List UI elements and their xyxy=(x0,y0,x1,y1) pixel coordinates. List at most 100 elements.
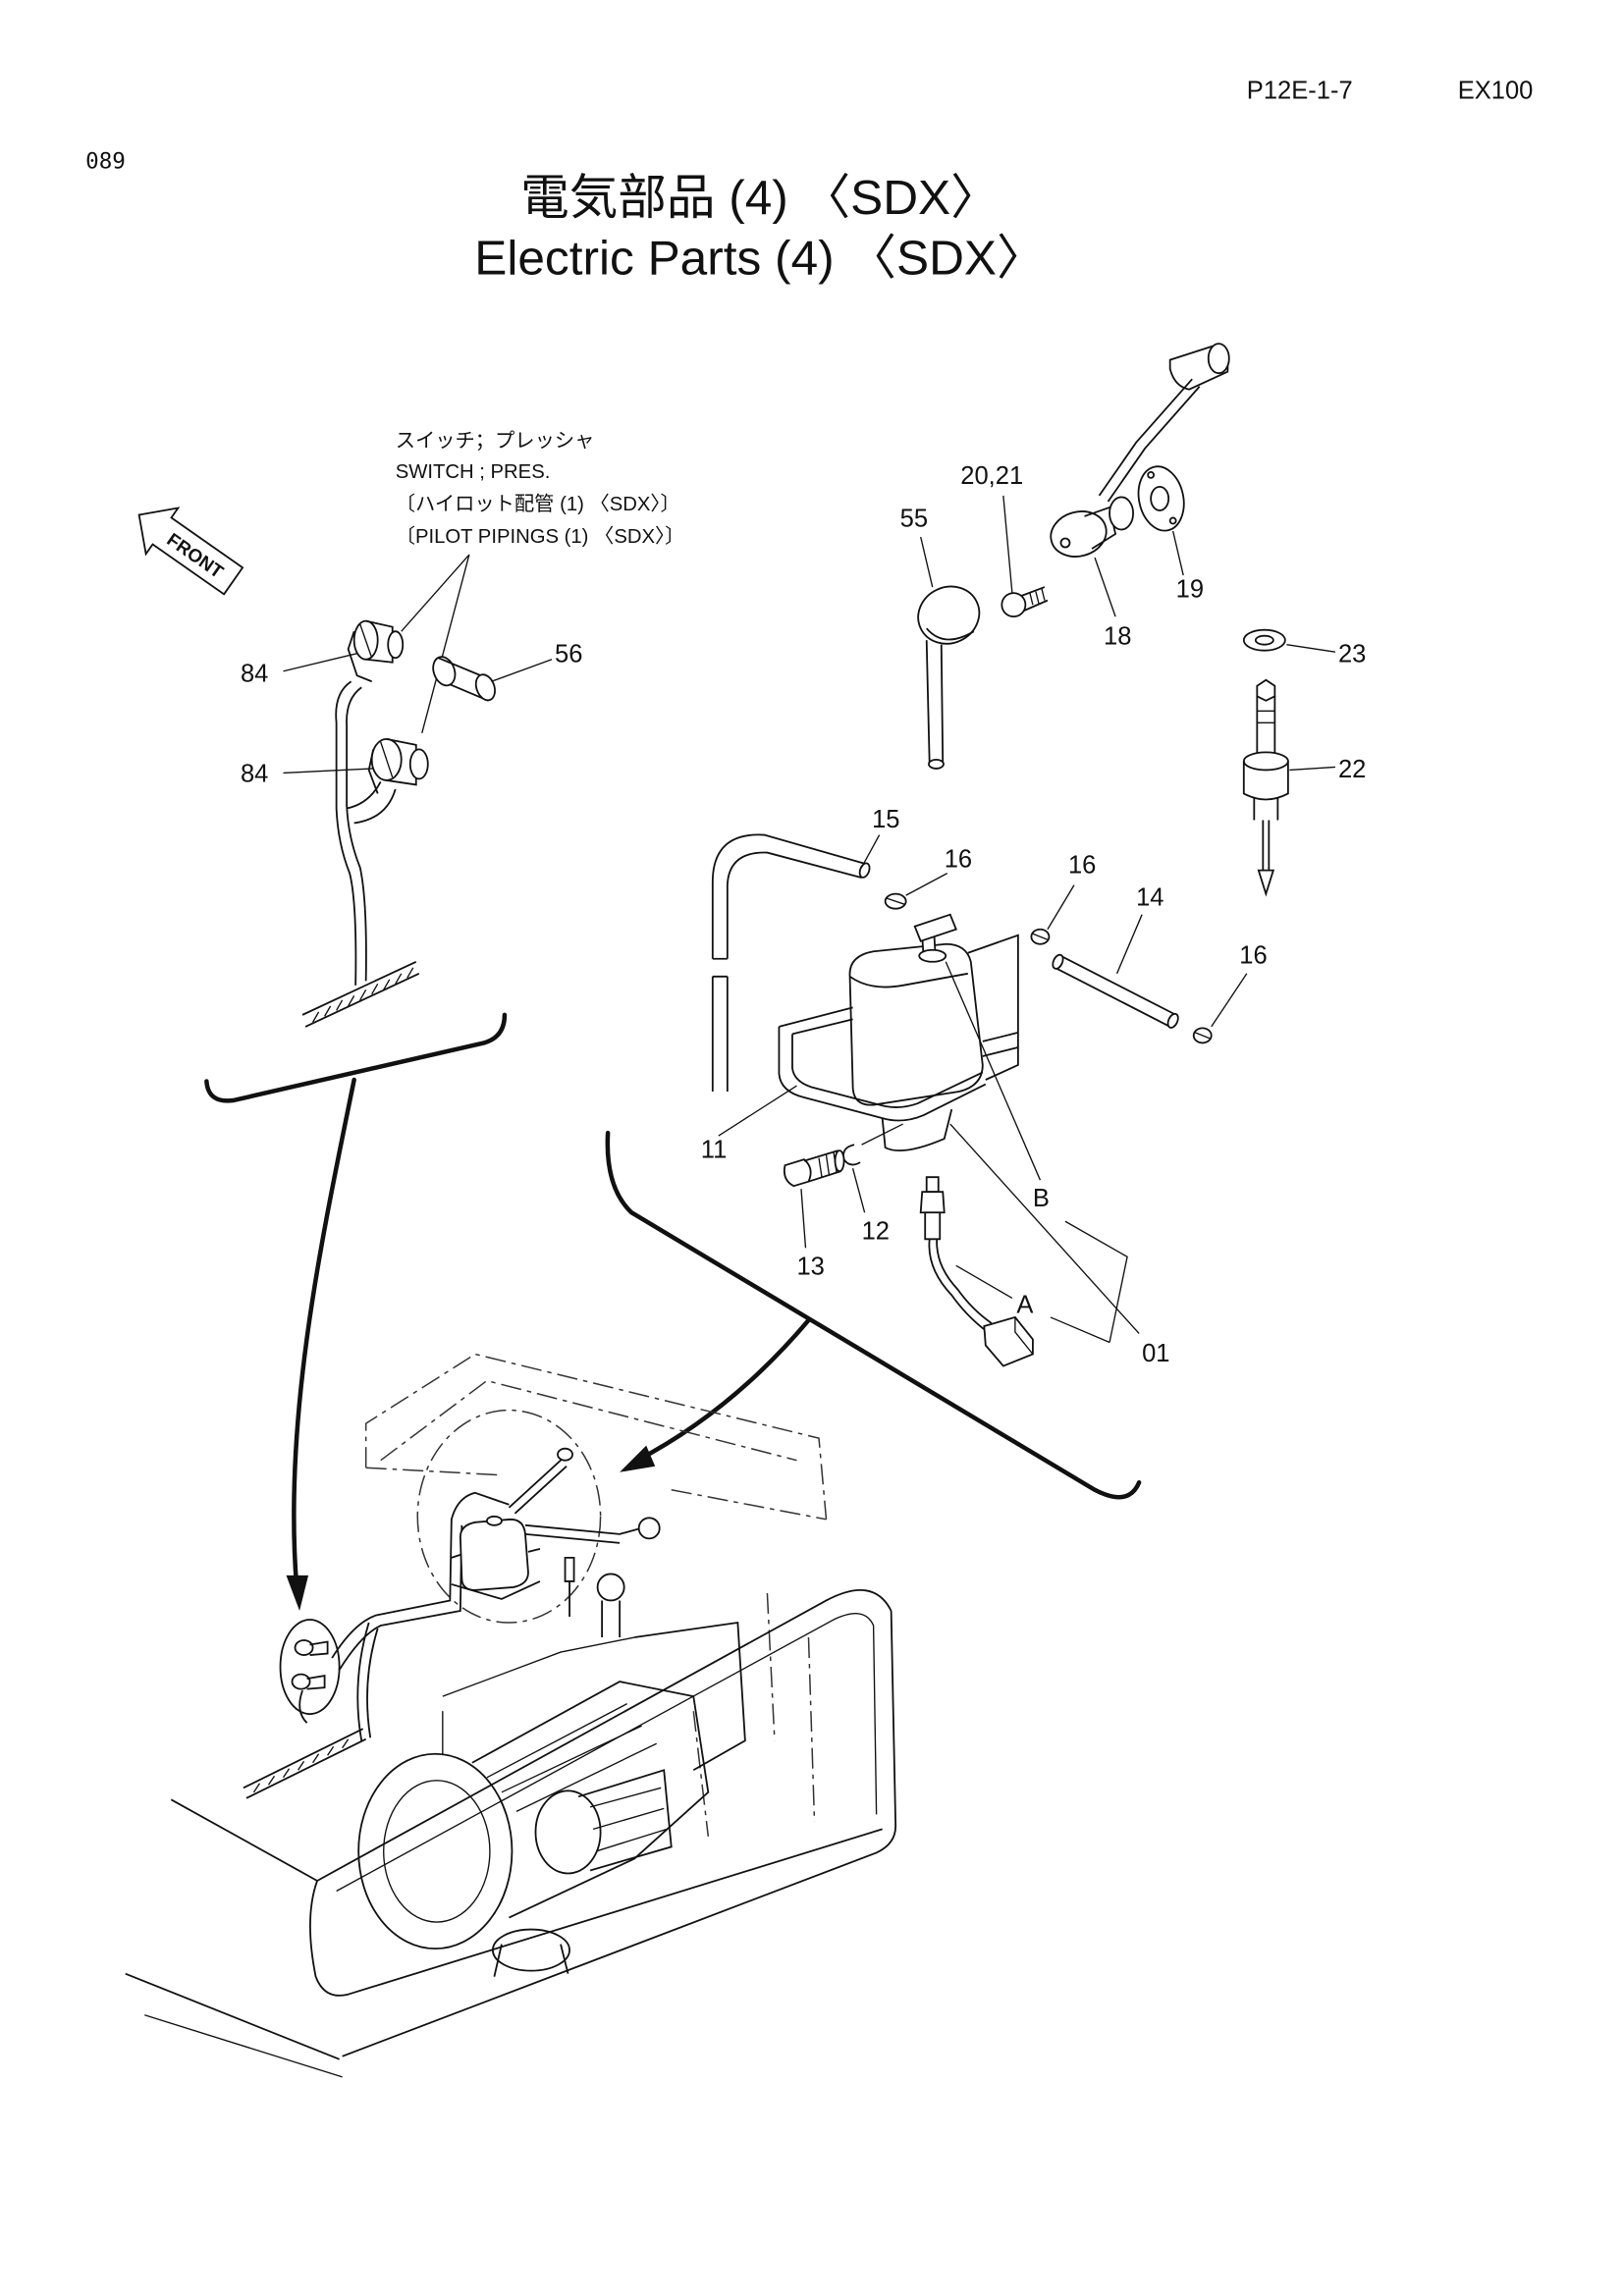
level-sensor-assembly-shape xyxy=(919,1176,1034,1367)
callout-19: 19 xyxy=(1176,576,1204,604)
callout-a: A xyxy=(1016,1291,1033,1318)
pointer-arrowhead-left xyxy=(286,1575,309,1611)
callout-13: 13 xyxy=(796,1253,824,1280)
machine-switch-cluster xyxy=(279,1619,341,1724)
bracket-b-01 xyxy=(1064,1220,1128,1343)
part-56-shape xyxy=(432,656,496,702)
note-line-2: SWITCH ; PRES. xyxy=(396,461,551,483)
phantom-lines-right xyxy=(692,1592,816,1837)
cover-top-edge xyxy=(170,1588,893,1883)
callout-16-a: 16 xyxy=(945,846,972,874)
leader-16-c xyxy=(1211,973,1248,1028)
switch-note: スイッチ；プレッシャ SWITCH ; PRES. 〔ハイロット配管 (1) 〈… xyxy=(396,430,685,548)
base-lines-2 xyxy=(144,2014,343,2078)
clamp-1-shape xyxy=(884,892,907,910)
front-arrow-shape xyxy=(137,507,244,596)
hatched-rail-ticks xyxy=(252,1738,350,1793)
note-leader-lower xyxy=(421,554,470,734)
note-line-4: 〔PILOT PIPINGS (1) 〈SDX〉〕 xyxy=(396,525,685,548)
pressure-switch-lower xyxy=(367,737,429,794)
clamp-3-shape xyxy=(1192,1027,1213,1044)
leader-23 xyxy=(1286,644,1336,653)
page-number: 089 xyxy=(85,148,126,174)
part-55-shape xyxy=(917,585,981,770)
leader-84-upper xyxy=(283,653,357,672)
callout-01: 01 xyxy=(1142,1340,1169,1367)
leader-11 xyxy=(718,1085,797,1137)
bracket-a-01 xyxy=(1050,1316,1110,1344)
page-title-jp: 電気部品 (4) 〈SDX〉 xyxy=(520,170,1000,225)
phantom-frame-2 xyxy=(380,1379,797,1462)
pointer-arrow-right xyxy=(634,1317,811,1463)
leader-01-tank xyxy=(949,1123,1140,1334)
catalog-code: P12E-1-7 xyxy=(1247,78,1353,105)
leader-22 xyxy=(1289,766,1336,772)
leader-a xyxy=(955,1264,1013,1299)
callout-16-c: 16 xyxy=(1239,941,1267,969)
callout-11: 11 xyxy=(701,1137,728,1164)
cable-harness xyxy=(356,1622,379,1741)
leader-55 xyxy=(920,536,934,588)
leader-15 xyxy=(860,834,881,868)
engine-block xyxy=(357,1621,746,1977)
tank-inset: 55 20,21 18 19 xyxy=(605,343,1366,1500)
ground-hatch xyxy=(301,960,420,1028)
part-23-shape xyxy=(1242,628,1286,652)
phantom-frame xyxy=(364,1353,828,1520)
callout-14: 14 xyxy=(1136,884,1163,912)
callout-84-upper: 84 xyxy=(241,660,268,687)
callout-22: 22 xyxy=(1338,756,1366,783)
note-line-1: スイッチ；プレッシャ xyxy=(396,430,595,452)
phantom-opening xyxy=(416,1409,602,1624)
sending-unit-shape xyxy=(1050,343,1230,558)
note-leader-upper xyxy=(401,554,470,632)
part-13-shape xyxy=(783,1149,845,1188)
leader-16-b xyxy=(1047,884,1075,931)
callout-18: 18 xyxy=(1104,623,1131,651)
part-14-shape xyxy=(1052,953,1179,1029)
callout-12: 12 xyxy=(862,1217,890,1245)
inset-bracket-left xyxy=(204,1012,508,1103)
clamp-2-shape xyxy=(1030,928,1051,945)
note-line-3: 〔ハイロット配管 (1) 〈SDX〉〕 xyxy=(396,493,680,515)
base-lines xyxy=(125,1972,340,2060)
switch-cable-outer xyxy=(346,686,367,982)
callout-84-lower: 84 xyxy=(241,760,268,787)
leader-20-21 xyxy=(1002,495,1013,594)
part-15-shape xyxy=(711,833,871,1093)
switch-cable xyxy=(335,680,357,986)
pointer-arrow-left xyxy=(292,1077,356,1588)
phantom-frame-3 xyxy=(365,1467,827,1521)
leader-12 xyxy=(851,1167,866,1213)
model-name: EX100 xyxy=(1458,78,1534,105)
cover-right-edge xyxy=(342,1610,897,2057)
cover-front-edge xyxy=(309,1828,883,1997)
leader-16-a xyxy=(905,873,948,896)
callout-55: 55 xyxy=(900,505,928,532)
hatched-rail xyxy=(243,1728,367,1799)
callout-15: 15 xyxy=(872,806,899,833)
leader-14 xyxy=(1115,914,1143,975)
leader-19 xyxy=(1172,530,1184,576)
callout-20-21: 20,21 xyxy=(960,462,1023,490)
part-22-shape xyxy=(1242,678,1289,897)
pressure-switch-inset: 84 56 84 xyxy=(204,554,582,1103)
page-title-en: Electric Parts (4) 〈SDX〉 xyxy=(474,231,1045,286)
callout-23: 23 xyxy=(1338,641,1366,668)
switch-branch xyxy=(346,781,382,810)
leader-84-lower xyxy=(283,768,374,774)
inset-bracket-right xyxy=(605,1130,1142,1500)
pressure-switch-upper xyxy=(347,619,405,683)
leader-b xyxy=(945,961,1042,1181)
front-arrow: FRONT xyxy=(137,507,244,596)
callout-56: 56 xyxy=(555,641,582,668)
callout-16-b: 16 xyxy=(1068,852,1096,880)
callout-b: B xyxy=(1033,1185,1050,1212)
cover-inner-edge xyxy=(336,1613,878,1893)
machine-sensor xyxy=(564,1556,625,1638)
leader-18 xyxy=(1094,557,1116,617)
part-11-shape xyxy=(778,913,1019,1152)
machine-overview xyxy=(125,1353,897,2078)
part-20-21-shape xyxy=(1001,586,1049,618)
